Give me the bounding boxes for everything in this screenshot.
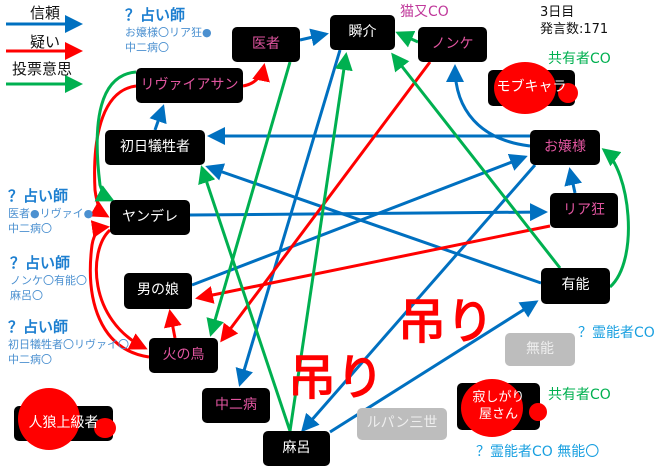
blood-splatter <box>18 388 80 450</box>
seer-title: ？占い師 <box>125 6 186 24</box>
day-label: 3日目 <box>540 5 575 20</box>
seer-result: 初日犠牲者〇リヴァイ〇 <box>8 338 129 351</box>
edge-trust <box>205 163 542 285</box>
seer-4: ？占い師 初日犠牲者〇リヴァイ〇 中二病〇 <box>8 316 129 367</box>
seer-title: ？占い師 <box>10 254 71 272</box>
legend-trust-label: 信頼 <box>30 4 61 22</box>
node-label: 人狼上級者 <box>28 414 99 431</box>
node-werewolf-pro[interactable]: 人狼上級者 <box>14 388 116 450</box>
seer-3: ？占い師 ノンケ〇有能〇 麻呂〇 <box>10 252 87 303</box>
edge-vote <box>198 165 292 432</box>
edge-vote <box>94 70 137 202</box>
shared-co-label: 共有者CO <box>548 51 611 67</box>
edge-trust <box>189 203 548 222</box>
node-doctor[interactable]: 医者 <box>232 27 300 62</box>
cat-co-label: 猫又CO <box>400 4 449 20</box>
edge-vote <box>601 148 630 289</box>
blood-splatter <box>529 403 547 421</box>
node-label: 寂しがり 屋さん <box>472 390 525 422</box>
edge-vote <box>395 30 419 48</box>
blood-splatter <box>461 379 523 437</box>
node-lupin[interactable]: ルパン三世 <box>357 408 447 440</box>
edge-trust <box>301 164 537 433</box>
edge-doubt <box>220 61 432 343</box>
node-otokonoko[interactable]: 男の娘 <box>124 273 192 309</box>
node-hinotori[interactable]: 火の鳥 <box>149 338 218 373</box>
edge-trust <box>235 49 342 387</box>
edge-doubt <box>163 309 182 339</box>
hanged-mark: 吊り <box>398 294 495 350</box>
blood-splatter <box>494 62 556 114</box>
edge-doubt <box>94 228 148 350</box>
seer-result: お嬢様〇リア狂● <box>125 26 212 39</box>
edge-vote <box>391 52 562 269</box>
seer-result: 中二病〇 <box>125 41 169 54</box>
seer-result: 医者●リヴァイ● <box>8 207 94 220</box>
node-ojousama[interactable]: お嬢様 <box>530 130 600 165</box>
blood-splatter <box>94 418 116 438</box>
hanged-mark: 吊り <box>288 350 385 406</box>
node-first-victim[interactable]: 初日犠牲者 <box>105 130 205 165</box>
edge-trust <box>299 28 329 47</box>
edge-vote <box>288 52 353 432</box>
legend-vote-label: 投票意思 <box>12 60 73 78</box>
blood-splatter <box>558 83 578 103</box>
node-yandere[interactable]: ヤンデレ <box>110 200 190 235</box>
seer-result: 中二病〇 <box>8 353 52 366</box>
edge-trust <box>564 167 582 194</box>
node-munou[interactable]: 無能 <box>505 333 575 366</box>
post-count: 発言数:171 <box>540 22 609 37</box>
legend-doubt-label: 疑い <box>30 33 61 51</box>
medium-co-label: ？霊能者CO 無能〇 <box>476 444 600 460</box>
seer-result: ノンケ〇有能〇 <box>10 274 87 287</box>
edge-doubt <box>242 63 270 88</box>
seer-result: 中二病〇 <box>8 222 52 235</box>
node-maro[interactable]: 麻呂 <box>263 431 330 466</box>
game-status: 3日目 発言数:171 <box>540 4 608 38</box>
edge-trust <box>446 64 531 148</box>
node-leviathan[interactable]: リヴァイアサン <box>136 68 243 103</box>
node-sabishigari[interactable]: 寂しがり 屋さん <box>457 379 547 437</box>
edge-doubt <box>195 224 551 304</box>
edge-trust <box>191 153 528 287</box>
seer-title: ？占い師 <box>8 318 69 336</box>
node-chuunibyou[interactable]: 中二病 <box>202 388 270 423</box>
seer-1: ？占い師 お嬢様〇リア狂● 中二病〇 <box>125 4 212 55</box>
edge-doubt <box>88 220 150 359</box>
edge-doubt <box>89 84 137 218</box>
seer-result: 麻呂〇 <box>10 289 43 302</box>
edge-vote <box>206 61 292 337</box>
medium-co-label: ？霊能者CO <box>578 325 655 341</box>
seer-title: ？占い師 <box>8 187 69 205</box>
node-riakyou[interactable]: リア狂 <box>550 193 618 228</box>
shared-co-label: 共有者CO <box>548 387 611 403</box>
node-nonke[interactable]: ノンケ <box>418 27 487 62</box>
node-mob[interactable]: モブキャラ <box>488 62 578 114</box>
edge-trust <box>149 104 167 131</box>
node-shunsuke[interactable]: 瞬介 <box>330 15 395 50</box>
seer-2: ？占い師 医者●リヴァイ● 中二病〇 <box>8 185 93 236</box>
node-label: モブキャラ <box>496 79 567 96</box>
node-yuunou[interactable]: 有能 <box>541 268 610 304</box>
